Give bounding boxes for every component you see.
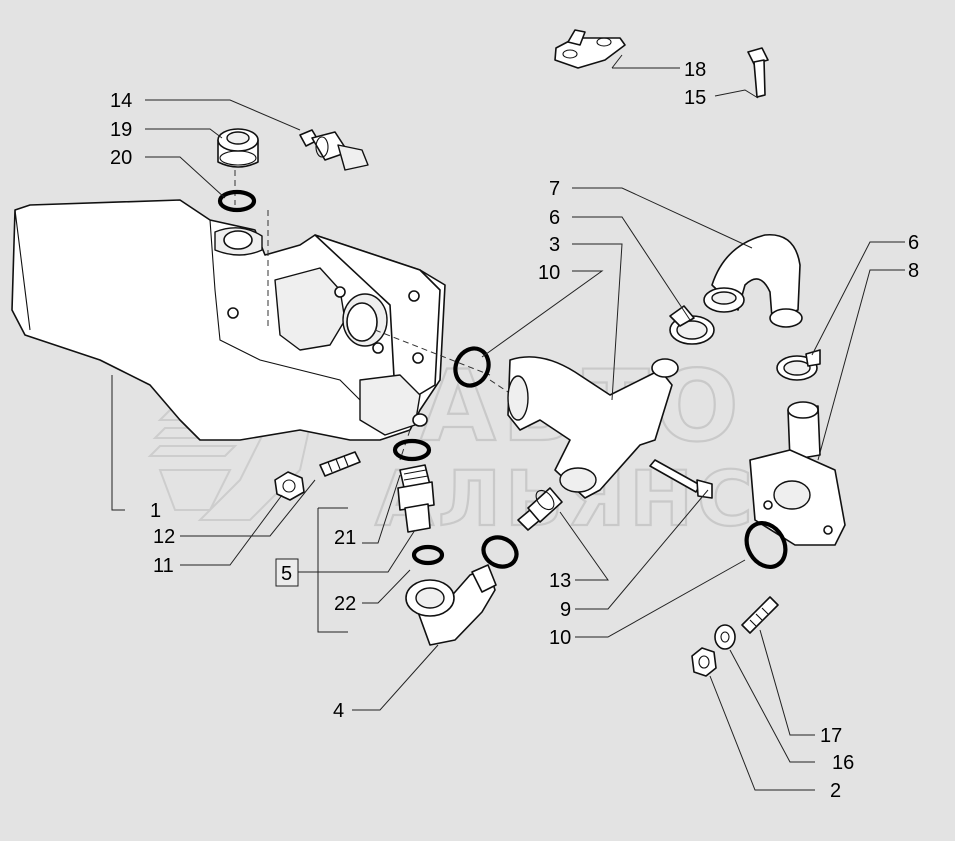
bracket-part [554, 29, 626, 69]
callout-13: 13 [549, 570, 571, 592]
callout-15: 15 [684, 87, 706, 109]
callout-3: 3 [549, 234, 560, 256]
plug-part [217, 128, 259, 168]
o-ring-20 [217, 189, 257, 213]
sensor-part [299, 129, 369, 171]
callout-14: 14 [110, 90, 132, 112]
callout-6b: 6 [908, 232, 919, 254]
o-ring-10b [744, 521, 788, 569]
callout-8: 8 [908, 260, 919, 282]
callout-1: 1 [150, 500, 161, 522]
housing-part [11, 199, 446, 441]
bolt-9-part [649, 459, 713, 499]
callout-5: 5 [281, 563, 292, 585]
o-ring-10a [453, 346, 491, 388]
hose-clamp-6a [669, 305, 715, 345]
callout-22: 22 [334, 593, 356, 615]
callout-labels: 14 19 20 18 15 7 6 3 10 6 8 1 12 11 21 5… [110, 59, 919, 802]
callout-19: 19 [110, 119, 132, 141]
callout-11: 11 [153, 555, 174, 577]
callout-10a: 10 [538, 262, 560, 284]
leader-lines [111, 54, 905, 791]
stud-17-part [741, 596, 779, 634]
callout-12: 12 [153, 526, 175, 548]
o-ring-22 [411, 544, 445, 566]
callout-7: 7 [549, 178, 560, 200]
callout-5-box [275, 558, 299, 587]
o-ring-21 [392, 438, 432, 462]
assembly-guide-lines [234, 150, 521, 461]
nut-2-part [691, 647, 717, 677]
callout-18: 18 [684, 59, 706, 81]
callout-9: 9 [560, 599, 571, 621]
washer-16-part [714, 624, 736, 650]
callout-20: 20 [110, 147, 132, 169]
o-ring-13-adjacent [481, 535, 519, 569]
fitting-part [397, 464, 435, 533]
callout-6a: 6 [549, 207, 560, 229]
nipple-part [517, 487, 563, 531]
bolt-12-part [319, 451, 361, 477]
nut-11-part [274, 471, 305, 501]
elbow-hose-part [703, 234, 803, 328]
callout-16: 16 [832, 752, 854, 774]
flanged-pipe-part [749, 401, 846, 546]
callout-17: 17 [820, 725, 842, 747]
hose-clamp-6b [776, 349, 821, 381]
callout-10b: 10 [549, 627, 571, 649]
callout-2: 2 [830, 780, 841, 802]
callout-21: 21 [334, 527, 356, 549]
callout-4: 4 [333, 700, 344, 722]
tee-pipe-part [507, 356, 679, 499]
elbow-fitting-part [405, 564, 497, 646]
bolt-15-part [747, 47, 769, 98]
